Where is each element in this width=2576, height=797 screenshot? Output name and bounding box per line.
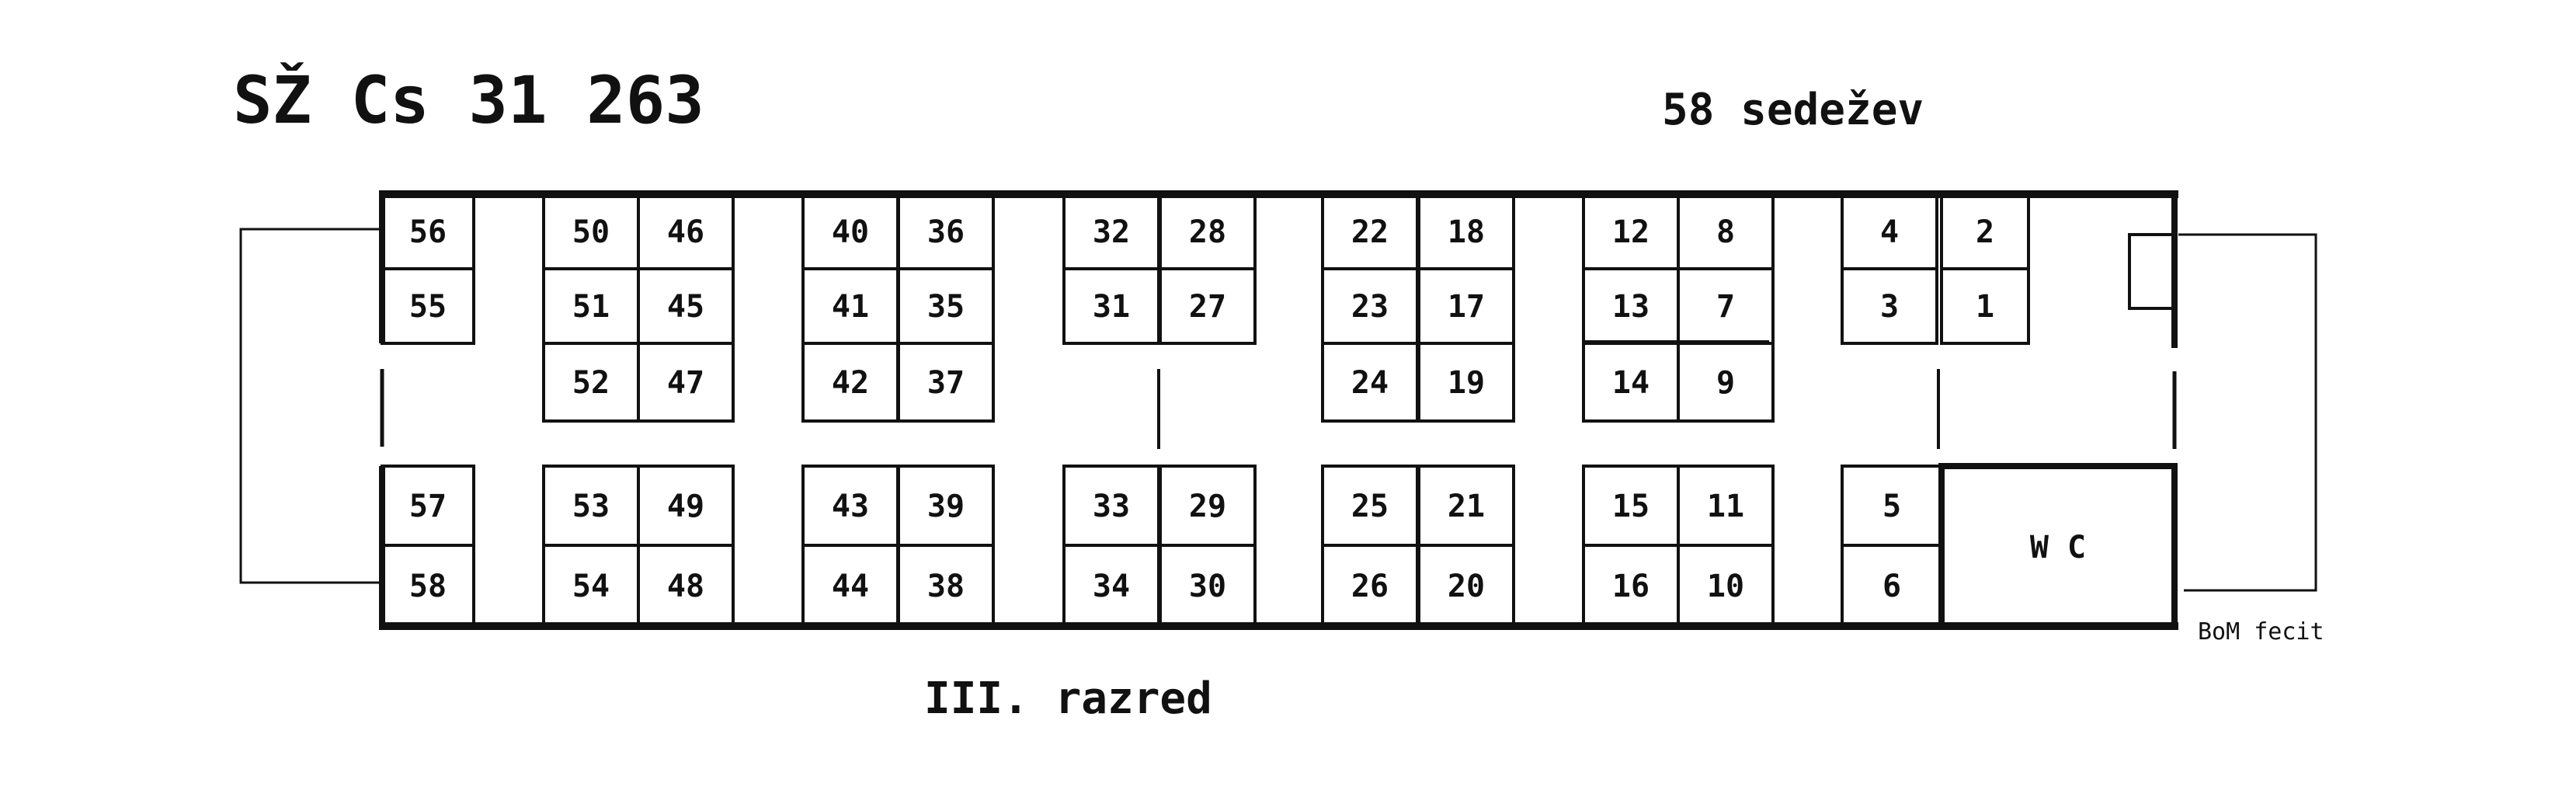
seat-48: 48 [667,569,704,604]
seat-box [1159,267,1257,345]
seat-11: 11 [1707,489,1744,524]
coach-body [379,190,2178,630]
seat-27: 27 [1189,289,1226,325]
seat-30: 30 [1189,569,1226,604]
seat-12: 12 [1612,214,1650,250]
seat-20: 20 [1448,569,1485,604]
wc-room: W C [1938,463,2178,629]
seat-5: 5 [1882,489,1901,524]
seat-58: 58 [409,569,447,604]
seat-17: 17 [1448,289,1485,325]
seat-35: 35 [927,289,965,325]
seat-52: 52 [572,365,610,401]
class-label: III. razred [924,673,1212,724]
seat-33: 33 [1093,489,1130,524]
seat-box [1417,544,1515,628]
seat-31: 31 [1093,289,1130,325]
seat-3: 3 [1880,289,1899,325]
seat-21: 21 [1448,489,1485,524]
seat-26: 26 [1351,569,1389,604]
seat-41: 41 [832,289,869,325]
seat-box [1940,267,2030,345]
seat-box [637,544,735,628]
seat-40: 40 [832,214,869,250]
seat-44: 44 [832,569,869,604]
seat-box [1677,544,1775,628]
seat-2: 2 [1976,214,1994,250]
seat-46: 46 [667,214,704,250]
seat-8: 8 [1716,214,1735,250]
seat-49: 49 [667,489,704,524]
seat-45: 45 [667,289,704,325]
seat-box [897,342,995,423]
seat-28: 28 [1189,214,1226,250]
seat-box [897,544,995,628]
seat-42: 42 [832,365,869,401]
seat-box [381,544,475,628]
seat-box [1841,267,1938,345]
seat-56: 56 [409,214,447,250]
seat-39: 39 [927,489,965,524]
seat-32: 32 [1093,214,1130,250]
seat-14: 14 [1612,365,1650,401]
end-door-box [2128,233,2174,310]
seat-34: 34 [1093,569,1130,604]
seat-1: 1 [1976,289,1994,325]
seat-18: 18 [1448,214,1485,250]
seat-box [1677,342,1775,423]
seat-55: 55 [409,289,447,325]
seat-57: 57 [409,489,447,524]
wc-label: W C [2030,530,2086,566]
seat-43: 43 [832,489,869,524]
signature-text: BoM fecit [2198,618,2324,646]
seat-23: 23 [1351,289,1389,325]
aisle-marks [1157,369,1940,449]
coach-title: SŽ Cs 31 263 [233,62,704,138]
seat-13: 13 [1612,289,1650,325]
seat-19: 19 [1448,365,1485,401]
left-coupling [239,228,379,584]
seat-53: 53 [572,489,610,524]
seat-9: 9 [1716,365,1735,401]
seat-6: 6 [1882,569,1901,604]
seat-box [637,342,735,423]
seat-24: 24 [1351,365,1389,401]
seat-box [381,267,475,345]
seat-15: 15 [1612,489,1650,524]
seat-16: 16 [1612,569,1650,604]
seat-37: 37 [927,365,965,401]
seat-4: 4 [1880,214,1899,250]
right-coupling [2178,233,2317,592]
seat-22: 22 [1351,214,1389,250]
seat-50: 50 [572,214,610,250]
seat-10: 10 [1707,569,1744,604]
seat-54: 54 [572,569,610,604]
seat-7: 7 [1716,289,1735,325]
seat-29: 29 [1189,489,1226,524]
seat-count: 58 sedežev [1662,85,1924,135]
seat-38: 38 [927,569,965,604]
seat-36: 36 [927,214,965,250]
seat-25: 25 [1351,489,1389,524]
seat-51: 51 [572,289,610,325]
seat-47: 47 [667,365,704,401]
seat-box [1159,544,1257,628]
seat-box [1417,342,1515,423]
